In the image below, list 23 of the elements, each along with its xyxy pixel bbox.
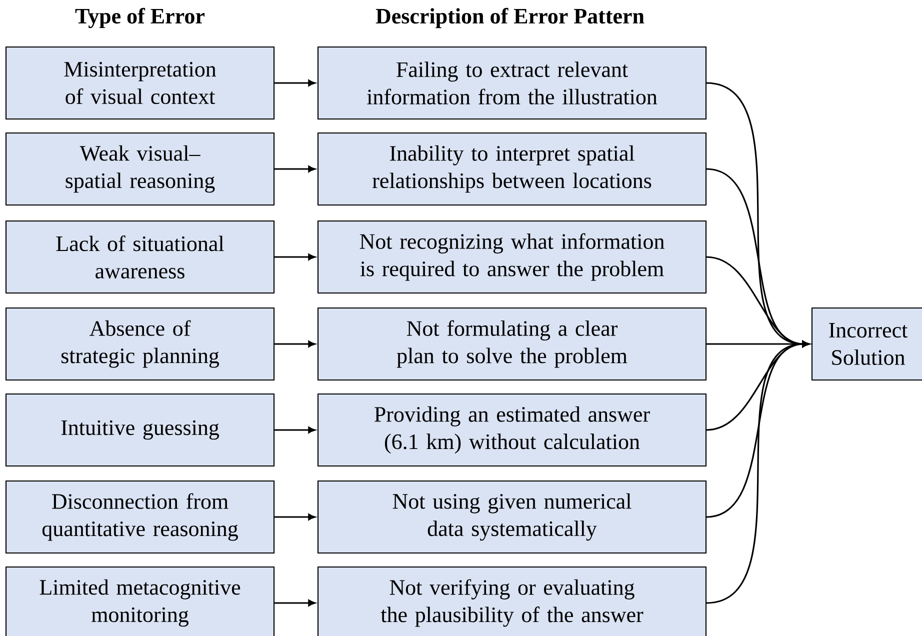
error-type-box: Intuitive guessing (5, 393, 275, 467)
error-type-box: Limited metacognitive monitoring (5, 566, 275, 636)
description-box: Not recognizing what information is required to answer the problem (317, 220, 707, 294)
description-box: Inability to interpret spatial relationships between locations (317, 132, 707, 206)
description-box: Not formulating a clear plan to solve the problem (317, 307, 707, 381)
error-type-box: Absence of strategic planning (5, 307, 275, 381)
error-type-box: Lack of situational awareness (5, 220, 275, 294)
error-type-box: Disconnection from quantitative reasoning (5, 480, 275, 554)
error-type-box: Misinterpretation of visual context (5, 46, 275, 120)
arrow (274, 80, 316, 86)
description-box: Providing an estimated answer (6.1 km) without calculation (317, 393, 707, 467)
description-box: Not using given numerical data systematically (317, 480, 707, 554)
arrow (274, 254, 316, 260)
error-type-box: Weak visual–spatial reasoning (5, 132, 275, 206)
arrow (274, 426, 316, 434)
description-box: Failing to extract relevant information from the illustration (317, 46, 707, 120)
arrow (274, 514, 316, 520)
arrow (274, 340, 316, 348)
outcome-box: Incorrect Solution (811, 307, 922, 381)
arrow (274, 166, 316, 172)
description-box: Not verifying or evaluating the plausibility of the answer (317, 566, 707, 636)
arrow (706, 340, 810, 604)
arrow (274, 600, 316, 606)
